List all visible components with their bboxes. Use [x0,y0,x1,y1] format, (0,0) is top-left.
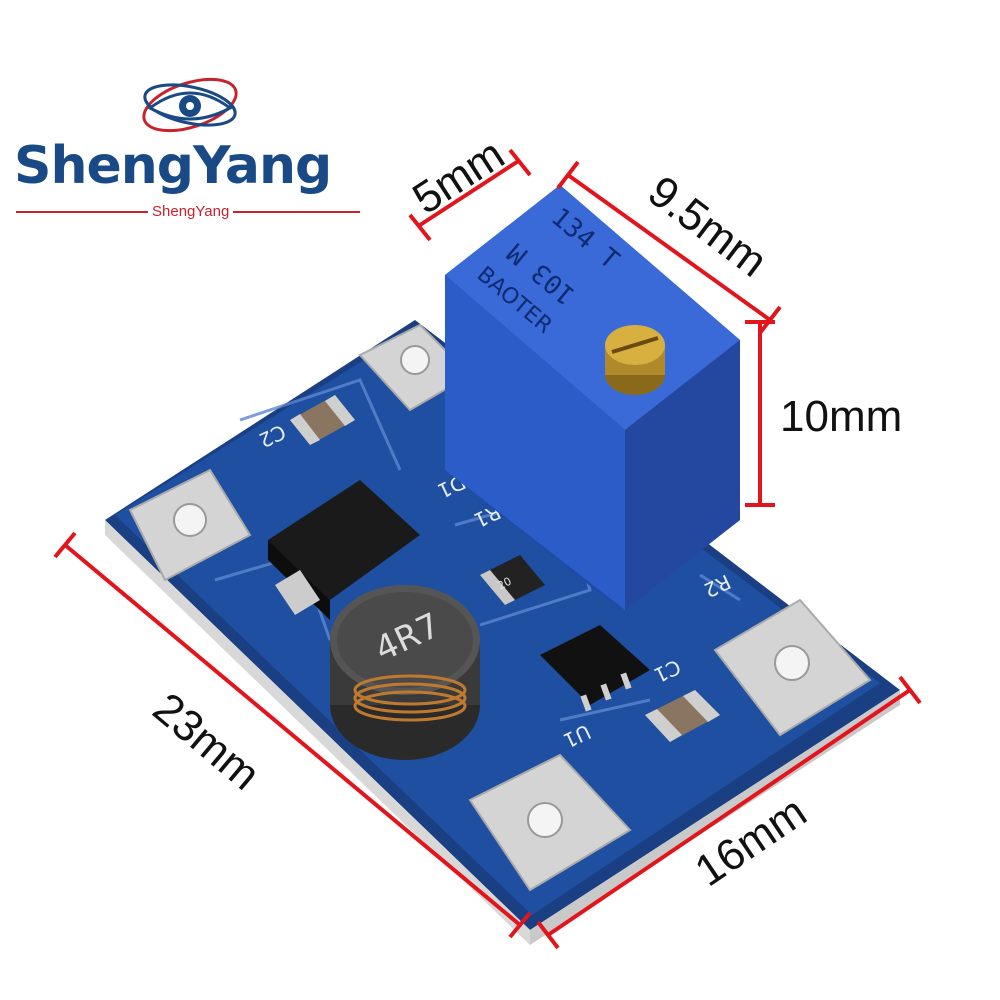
dim-line-9-5mm [566,173,772,322]
potentiometer: 134 T 103 M BAOTER [445,185,740,610]
dim-line-5mm [418,158,522,227]
pad-bottom [468,753,632,892]
inductor-l1: 4R7 [330,585,480,760]
solder-pads [128,323,872,892]
dim-line-23mm [63,543,522,927]
dimension-lines [53,148,922,950]
dim-line-16mm [546,688,912,937]
brand-logo-text: ShengYang [14,136,332,196]
resistor-marking: 20 [495,575,513,593]
capacitor-c2 [290,395,355,445]
brand-logo-subtext: ShengYang [148,204,234,219]
pad-right [713,598,872,737]
ic-chip-u1 [540,625,650,712]
pad-top-left [128,468,252,582]
diode-d1 [268,480,420,620]
eye-logo-icon [142,77,238,133]
resistor-r1: 20 [480,555,545,605]
pot-adjust-screw [605,325,665,395]
capacitor-c1 [645,690,720,742]
pcb-board [105,320,900,945]
dim-label-10mm: 10mm [780,392,903,441]
